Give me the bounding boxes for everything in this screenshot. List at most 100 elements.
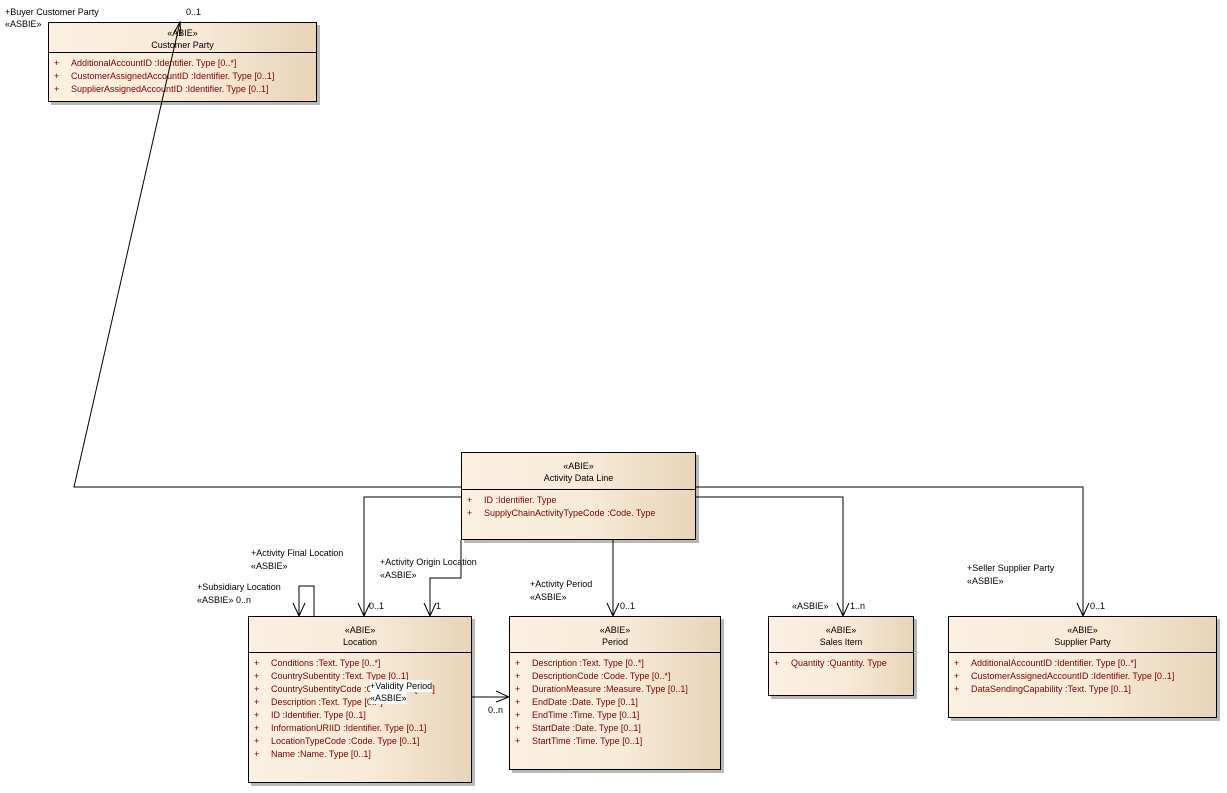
- visibility-marker: +: [515, 697, 521, 707]
- visibility-marker: +: [254, 710, 260, 720]
- attribute-row[interactable]: +StartDate :Date. Type [0..1]: [515, 722, 720, 735]
- attribute-row[interactable]: +Conditions :Text. Type [0..*]: [254, 657, 471, 670]
- class-header: «ABIE» Customer Party: [49, 23, 316, 53]
- attribute-row[interactable]: +Quantity :Quantity. Type: [774, 657, 913, 670]
- attribute-list: + AdditionalAccountID :Identifier. Type […: [49, 53, 316, 96]
- attribute-list: + ID :Identifier. Type + SupplyChainActivit…: [462, 490, 695, 520]
- class-name: Location: [342, 637, 378, 647]
- visibility-marker: +: [515, 723, 521, 733]
- attribute-row[interactable]: +CountrySubentity :Text. Type [0..1]: [254, 670, 471, 683]
- role-activity-period: +Activity Period: [530, 579, 593, 589]
- attribute-row[interactable]: +CustomerAssignedAccountID :Identifier. …: [954, 670, 1216, 683]
- visibility-marker: +: [467, 508, 473, 518]
- visibility-marker: +: [515, 736, 521, 746]
- class-activity-data-line[interactable]: «ABIE» Activity Data Line + ID :Identifie…: [461, 452, 696, 540]
- attribute-text: Description :Text. Type [0..*]: [271, 697, 383, 707]
- role-activity-origin-location: +Activity Origin Location: [380, 557, 477, 567]
- class-sales-item[interactable]: «ABIE» Sales Item +Quantity :Quantity. T…: [768, 616, 914, 696]
- arrowhead-icon: [1076, 602, 1090, 618]
- attribute-text: AdditionalAccountID :Identifier. Type [0…: [71, 58, 237, 68]
- attribute-text: InformationURIID :Identifier. Type [0..1…: [271, 723, 427, 733]
- role-buyer-customer-party: +Buyer Customer Party: [5, 7, 99, 17]
- attribute-row[interactable]: + Description :Text. Type [0..*]: [515, 657, 720, 670]
- attribute-row[interactable]: +DataSendingCapability :Text. Type [0..1…: [954, 683, 1216, 696]
- arrowhead-icon: [495, 690, 511, 703]
- role-seller-supplier-party: +Seller Supplier Party: [967, 563, 1055, 573]
- stereotype-buyer-customer-party: «ASBIE»: [5, 19, 42, 29]
- visibility-marker: +: [774, 658, 780, 668]
- multiplicity-activity-period: 0..1: [620, 601, 636, 611]
- attribute-row[interactable]: + DurationMeasure :Measure. Type [0..1]: [515, 683, 720, 696]
- attribute-text: LocationTypeCode :Code. Type [0..1]: [271, 736, 420, 746]
- arrowhead-icon: [292, 602, 306, 618]
- class-period[interactable]: «ABIE» Period + Description :Text. Type […: [509, 616, 721, 770]
- attribute-row[interactable]: +LocationTypeCode :Code. Type [0..1]: [254, 735, 471, 748]
- attribute-text: SupplierAssignedAccountID :Identifier. T…: [71, 84, 269, 94]
- visibility-marker: +: [54, 71, 60, 81]
- class-stereotype: «ABIE»: [344, 625, 376, 635]
- attribute-list: +AdditionalAccountID :Identifier. Type […: [949, 653, 1216, 696]
- class-name: Supplier Party: [1054, 637, 1111, 647]
- visibility-marker: +: [515, 658, 521, 668]
- attribute-row[interactable]: + SupplyChainActivityTypeCode :Code. Type: [467, 507, 695, 520]
- arrowhead-icon: [836, 602, 850, 618]
- visibility-marker: +: [54, 84, 60, 94]
- visibility-marker: +: [254, 723, 260, 733]
- attribute-row[interactable]: +DescriptionCode :Code. Type [0..*]: [515, 670, 720, 683]
- attribute-row[interactable]: + CustomerAssignedAccountID :Identifier. …: [54, 70, 316, 83]
- stereotype-sales-item: «ASBIE»: [792, 601, 829, 611]
- attribute-text: DurationMeasure :Measure. Type [0..1]: [532, 684, 688, 694]
- class-stereotype: «ABIE»: [599, 625, 631, 635]
- attribute-row[interactable]: +ID :Identifier. Type [0..1]: [254, 709, 471, 722]
- connector-seller-supplier-party[interactable]: [696, 486, 1084, 616]
- attribute-row[interactable]: +Name :Name. Type [0..1]: [254, 748, 471, 761]
- class-name: Sales Item: [819, 637, 863, 647]
- visibility-marker: +: [54, 58, 60, 68]
- attribute-text: DataSendingCapability :Text. Type [0..1]: [971, 684, 1131, 694]
- visibility-marker: +: [467, 495, 473, 505]
- attribute-row[interactable]: + AdditionalAccountID :Identifier. Type […: [54, 57, 316, 70]
- attribute-row[interactable]: +StartTime :Time. Type [0..1]: [515, 735, 720, 748]
- attribute-row[interactable]: + CountrySubentityCode :Code. Type [0..1]: [254, 683, 471, 696]
- class-location[interactable]: «ABIE» Location +Conditions :Text. Type …: [248, 616, 472, 783]
- role-validity-period: +Validity Period: [370, 680, 433, 692]
- attribute-text: CustomerAssignedAccountID :Identifier. T…: [971, 671, 1175, 681]
- attribute-text: CustomerAssignedAccountID :Identifier. T…: [71, 71, 275, 81]
- attribute-text: Conditions :Text. Type [0..*]: [271, 658, 381, 668]
- class-header: «ABIE» Supplier Party: [949, 617, 1216, 653]
- class-header: «ABIE» Period: [510, 617, 720, 653]
- attribute-text: Description :Text. Type [0..*]: [532, 658, 644, 668]
- class-supplier-party[interactable]: «ABIE» Supplier Party +AdditionalAccount…: [948, 616, 1217, 718]
- attribute-list: + Description :Text. Type [0..*] +Descript…: [510, 653, 720, 748]
- visibility-marker: +: [254, 684, 260, 694]
- attribute-row[interactable]: +EndDate :Date. Type [0..1]: [515, 696, 720, 709]
- attribute-text: EndTime :Time. Type [0..1]: [532, 710, 640, 720]
- attribute-text: CountrySubentity :Text. Type [0..1]: [271, 671, 409, 681]
- attribute-row[interactable]: +AdditionalAccountID :Identifier. Type […: [954, 657, 1216, 670]
- attribute-text: ID :Identifier. Type: [484, 495, 557, 505]
- attribute-text: SupplyChainActivityTypeCode :Code. Type: [484, 508, 656, 518]
- class-stereotype: «ABIE»: [167, 28, 198, 38]
- attribute-text: Name :Name. Type [0..1]: [271, 749, 371, 759]
- class-stereotype: «ABIE»: [563, 461, 594, 471]
- multiplicity-validity-period: 0..n: [488, 705, 504, 715]
- stereotype-seller-supplier-party: «ASBIE»: [967, 576, 1004, 586]
- attribute-row[interactable]: +EndTime :Time. Type [0..1]: [515, 709, 720, 722]
- class-name: Customer Party: [151, 40, 214, 50]
- attribute-row[interactable]: + ID :Identifier. Type: [467, 494, 695, 507]
- attribute-list: +Quantity :Quantity. Type: [769, 653, 913, 670]
- attribute-text: CountrySubentityCode :Code. Type [0..1]: [271, 684, 435, 694]
- visibility-marker: +: [515, 671, 521, 681]
- attribute-row[interactable]: + InformationURIID :Identifier. Type [0..…: [254, 722, 471, 735]
- role-subsidiary-location: +Subsidiary Location: [197, 582, 281, 592]
- class-name: Activity Data Line: [543, 473, 614, 483]
- role-activity-final-location: +Activity Final Location: [251, 548, 344, 558]
- class-customer-party[interactable]: «ABIE» Customer Party + AdditionalAccount…: [48, 22, 317, 102]
- attribute-row[interactable]: + SupplierAssignedAccountID :Identifier. …: [54, 83, 316, 96]
- class-header: «ABIE» Sales Item: [769, 617, 913, 653]
- connector-subsidiary-location[interactable]: [298, 585, 315, 616]
- connector-activity-origin-location[interactable]: [429, 540, 462, 616]
- attribute-row[interactable]: +Description :Text. Type [0..*]: [254, 696, 471, 709]
- visibility-marker: +: [515, 684, 521, 694]
- connector-sales-item[interactable]: [696, 496, 844, 616]
